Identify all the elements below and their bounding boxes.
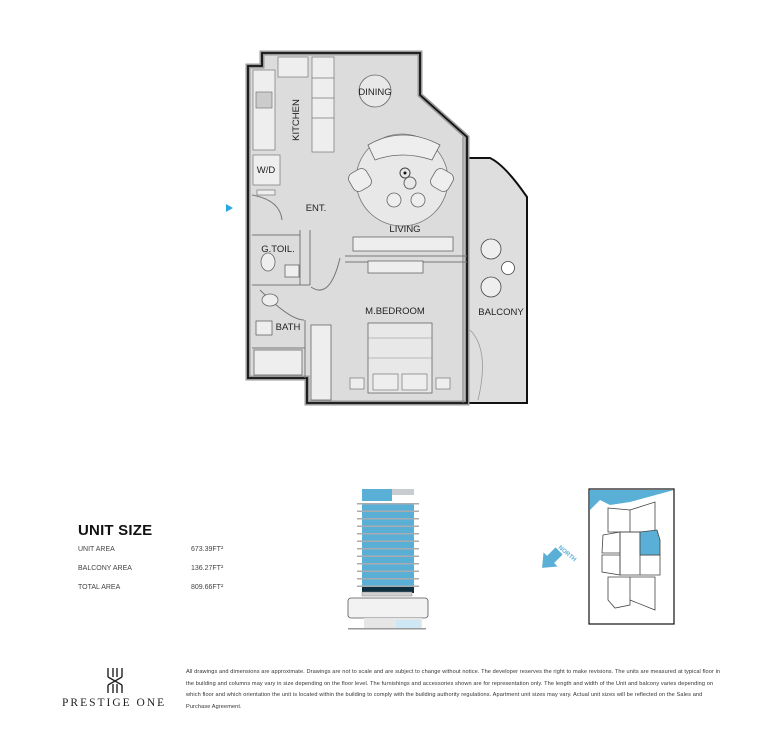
building-floor-slab xyxy=(357,570,419,572)
room-label-master-bedroom: M.BEDROOM xyxy=(365,306,425,317)
building-floor-slab xyxy=(357,555,419,557)
room-label-entrance: ENT. xyxy=(306,203,327,214)
floor-plan: DINING KITCHEN W/D ENT. LIVING G.TOIL. B… xyxy=(226,50,528,406)
room-label-balcony: BALCONY xyxy=(478,307,524,318)
building-floor-glass xyxy=(362,542,414,548)
building-floor-slab xyxy=(357,510,419,512)
unit-size-title: UNIT SIZE xyxy=(78,522,153,539)
row-label: BALCONY AREA xyxy=(78,565,132,572)
row-value: 809.66FT² xyxy=(191,584,224,591)
building-floor-glass xyxy=(362,512,414,518)
disclaimer-text: All drawings and dimensions are approxim… xyxy=(186,669,721,710)
brand-logo-icon xyxy=(107,668,123,693)
tv-console xyxy=(352,236,454,252)
building-floor-glass xyxy=(362,579,414,586)
building-floor-slab xyxy=(357,533,419,535)
building-floor-slab xyxy=(357,525,419,527)
room-label-guest-toilet: G.TOIL. xyxy=(261,244,295,255)
building-floor-slab xyxy=(357,578,419,580)
building-floor-glass xyxy=(362,527,414,533)
key-plan: NORTH xyxy=(542,488,675,625)
room-label-kitchen: KITCHEN xyxy=(291,99,302,141)
row-value: 136.27FT² xyxy=(191,565,224,572)
dining-table xyxy=(358,74,392,108)
row-label: UNIT AREA xyxy=(78,546,115,553)
building-floor-slab xyxy=(357,563,419,565)
room-label-living: LIVING xyxy=(389,224,420,235)
building-floor-glass xyxy=(362,504,414,511)
row-label: TOTAL AREA xyxy=(78,584,121,591)
unit-highlight xyxy=(639,529,661,556)
unit-size-row: TOTAL AREA 809.66FT² xyxy=(78,584,238,591)
building-floor-glass xyxy=(362,557,414,563)
building-floor-slab xyxy=(357,503,419,505)
building-floor-glass xyxy=(362,519,414,526)
building-floor-slab xyxy=(357,540,419,542)
building-floor-glass xyxy=(362,549,414,556)
unit-view-highlight xyxy=(590,490,674,510)
building-floor-slab xyxy=(357,548,419,550)
kitchen-counter xyxy=(252,56,335,196)
building-elevation xyxy=(347,489,429,630)
room-label-bath: BATH xyxy=(276,322,301,333)
brand-name: PRESTIGE ONE xyxy=(62,697,167,709)
building-floor-glass xyxy=(362,564,414,571)
unit-size-row: UNIT AREA 673.39FT² xyxy=(78,546,238,553)
unit-size-row: BALCONY AREA 136.27FT² xyxy=(78,565,238,572)
building-floor-slab xyxy=(357,585,419,587)
building-floor-glass xyxy=(362,572,414,578)
room-label-dining: DINING xyxy=(358,87,391,98)
building-floor-glass xyxy=(362,587,414,593)
wardrobe xyxy=(310,324,332,401)
row-value: 673.39FT² xyxy=(191,546,224,553)
entrance-marker-icon xyxy=(226,204,233,212)
north-arrow-icon xyxy=(542,547,563,568)
building-floor-glass xyxy=(362,534,414,541)
room-label-wd: W/D xyxy=(257,165,276,176)
building-floor-slab xyxy=(357,518,419,520)
